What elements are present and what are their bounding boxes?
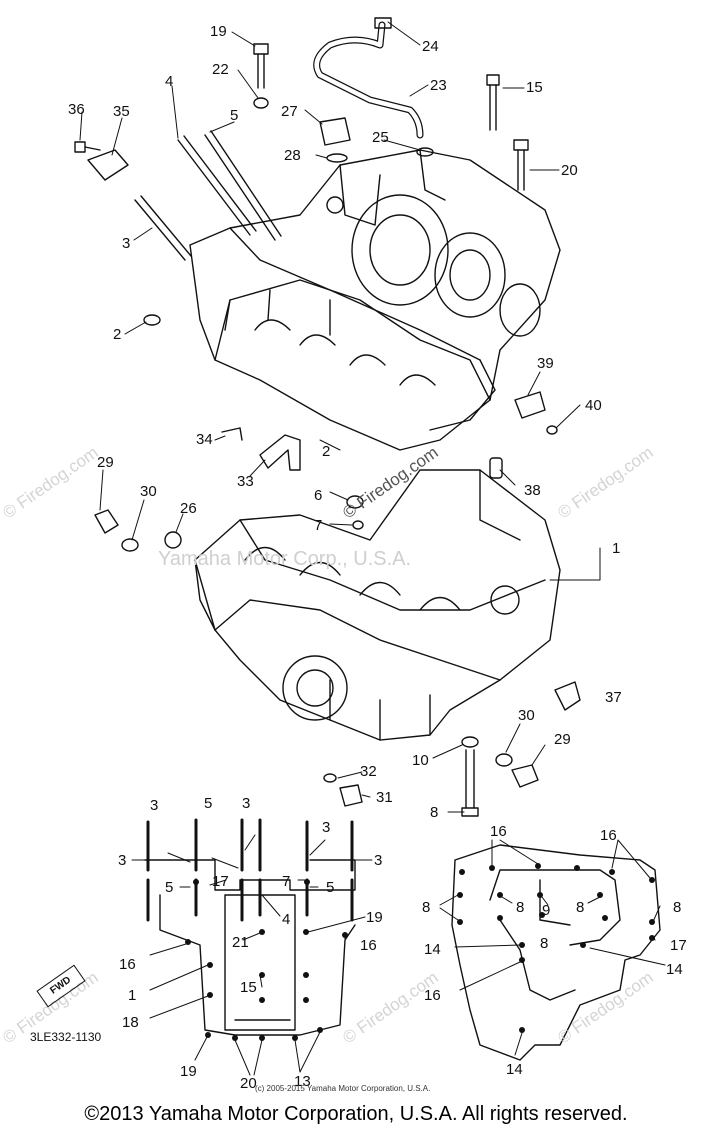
diagram-part-number: 3LE332-1130 (30, 1030, 102, 1044)
layout-label-17: 17 (212, 873, 229, 890)
layout-label-16: 16 (424, 987, 441, 1004)
layout-label-1: 1 (128, 987, 137, 1004)
layout-label-14: 14 (506, 1061, 523, 1078)
layout-label-16: 16 (119, 956, 136, 973)
callout-30: 30 (140, 483, 157, 500)
layout-label-19: 19 (180, 1063, 197, 1080)
layout-label-16: 16 (360, 937, 377, 954)
callout-1: 1 (612, 540, 621, 557)
layout-label-3: 3 (118, 852, 127, 869)
yamaha-watermark: Yamaha Motor Corp., U.S.A. (158, 548, 412, 570)
callout-7: 7 (314, 517, 323, 534)
layout-label-16: 16 (600, 827, 617, 844)
callout-32: 32 (360, 763, 377, 780)
callout-35: 35 (113, 103, 130, 120)
layout-label-18: 18 (122, 1014, 139, 1031)
callout-31: 31 (376, 789, 393, 806)
layout-label-15: 15 (240, 979, 257, 996)
layout-label-8: 8 (673, 899, 682, 916)
callout-29b: 29 (554, 731, 571, 748)
footer-copyright: ©2013 Yamaha Motor Corporation, U.S.A. A… (84, 1103, 628, 1125)
layout-label-8: 8 (422, 899, 431, 916)
layout-label-14: 14 (424, 941, 441, 958)
callout-29: 29 (97, 454, 114, 471)
right-bolt-layout (439, 839, 666, 1061)
callout-33: 33 (237, 473, 254, 490)
layout-label-20: 20 (240, 1075, 257, 1092)
callout-36: 36 (68, 101, 85, 118)
callout-19: 19 (210, 23, 227, 40)
callout-40: 40 (585, 397, 602, 414)
callout-10: 10 (412, 752, 429, 769)
callout-38: 38 (524, 482, 541, 499)
callout-25: 25 (372, 129, 389, 146)
callout-4: 4 (165, 73, 174, 90)
loose-parts (74, 17, 581, 817)
layout-label-9: 9 (542, 902, 551, 919)
layout-label-8: 8 (576, 899, 585, 916)
callout-27: 27 (281, 103, 298, 120)
callout-2b: 2 (322, 443, 331, 460)
layout-label-19: 19 (366, 909, 383, 926)
small-copyright: (c) 2005-2015 Yamaha Motor Corporation, … (255, 1084, 431, 1093)
callout-39: 39 (537, 355, 554, 372)
callout-2: 2 (113, 326, 122, 343)
layout-label-16: 16 (490, 823, 507, 840)
layout-label-3: 3 (242, 795, 251, 812)
layout-label-3: 3 (150, 797, 159, 814)
layout-label-3: 3 (374, 852, 383, 869)
callout-34: 34 (196, 431, 213, 448)
left-bolt-layout (131, 818, 373, 1076)
layout-label-8: 8 (516, 899, 525, 916)
callout-28: 28 (284, 147, 301, 164)
layout-label-8: 8 (540, 935, 549, 952)
layout-label-13: 13 (294, 1073, 311, 1090)
layout-label-5: 5 (165, 879, 174, 896)
upper-crankcase (189, 149, 561, 451)
callout-23: 23 (430, 77, 447, 94)
layout-label-5: 5 (204, 795, 213, 812)
callout-6: 6 (314, 487, 323, 504)
layout-label-14: 14 (666, 961, 683, 978)
layout-label-5: 5 (326, 879, 335, 896)
callout-26: 26 (180, 500, 197, 517)
callout-5: 5 (230, 107, 239, 124)
callout-22: 22 (212, 61, 229, 78)
layout-label-17: 17 (670, 937, 687, 954)
layout-label-7: 7 (282, 873, 291, 890)
layout-label-21: 21 (232, 934, 249, 951)
layout-label-4: 4 (282, 911, 291, 928)
callout-3: 3 (122, 235, 131, 252)
leader-lines (79, 21, 601, 813)
callout-20: 20 (561, 162, 578, 179)
callout-37: 37 (605, 689, 622, 706)
lower-crankcase (194, 469, 561, 741)
callout-24: 24 (422, 38, 439, 55)
callout-30b: 30 (518, 707, 535, 724)
callout-15: 15 (526, 79, 543, 96)
callout-8: 8 (430, 804, 439, 821)
layout-label-3: 3 (322, 819, 331, 836)
